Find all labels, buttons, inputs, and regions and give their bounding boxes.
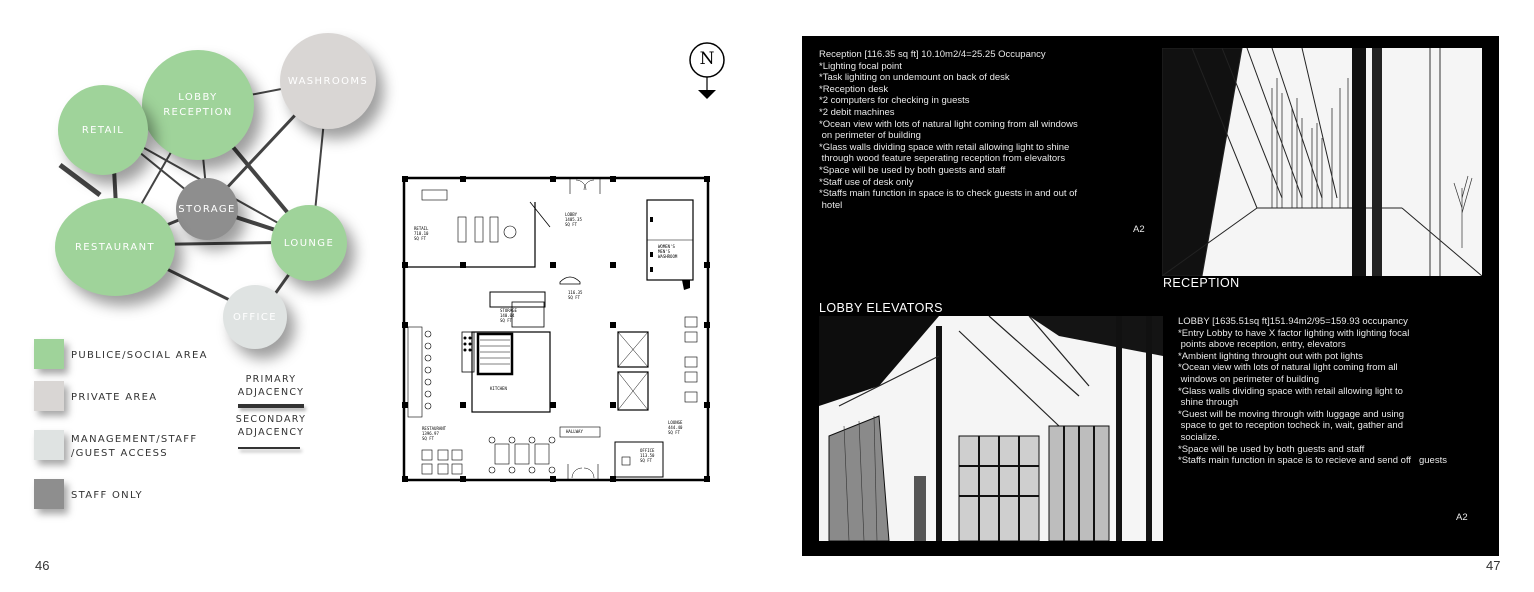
- presentation-panel: Reception [116.35 sq ft] 10.10m2/4=25.25…: [802, 36, 1499, 556]
- lobby-line: *Ocean view with lots of natural light c…: [1178, 362, 1398, 374]
- lobby-elevators-caption: LOBBY ELEVATORS: [819, 301, 943, 315]
- plan-label-hallway: HALLWAY: [566, 429, 583, 434]
- legend-label-private: PRIVATE AREA: [71, 392, 158, 403]
- legend-label-management: MANAGEMENT/STAFF /GUEST ACCESS: [71, 434, 198, 459]
- reception-line: on perimeter of building: [819, 130, 921, 142]
- legend-swatch-management: [34, 430, 64, 460]
- legend-swatch-private: [34, 381, 64, 411]
- reception-line: *Task lighiting on undemount on back of …: [819, 72, 1010, 84]
- reception-line: *Glass walls dividing space with retail …: [819, 141, 1070, 153]
- lobby-line: points above reception, entry, elevators: [1178, 339, 1346, 351]
- reception-caption: RECEPTION: [1163, 276, 1240, 290]
- reception-line: *Staff use of desk only: [819, 176, 914, 188]
- legend-swatch-staff-only: [34, 479, 64, 509]
- reception-line: hotel: [819, 199, 843, 211]
- reception-line: *2 computers for checking in guests: [819, 95, 970, 107]
- reception-line: *Space will be used by both guests and s…: [819, 164, 1006, 176]
- legend-label-primary-adjacency: PRIMARY ADJACENCY: [237, 374, 305, 398]
- lobby-line: *Guest will be moving through with lugga…: [1178, 408, 1405, 420]
- primary-adjacency-line: [238, 404, 304, 408]
- north-letter: N: [699, 49, 715, 69]
- lobby-line: *Entry Lobby to have X factor lighting w…: [1178, 327, 1410, 339]
- reception-line: *Staffs main function in space is to che…: [819, 188, 1078, 200]
- reception-sketch: [1162, 48, 1482, 276]
- reception-line: Reception [116.35 sq ft] 10.10m2/4=25.25…: [819, 49, 1046, 60]
- reception-tag: A2: [1133, 224, 1145, 235]
- lobby-line: *Glass walls dividing space with retail …: [1178, 385, 1403, 397]
- bubble-washrooms: WASHROOMS: [280, 33, 376, 129]
- lobby-elevators-sketch: [819, 316, 1163, 541]
- legend-label-public: PUBLICE/SOCIAL AREA: [71, 350, 208, 361]
- plan-label-kitchen: KITCHEN: [490, 386, 507, 391]
- bubble-office: OFFICE: [223, 285, 287, 349]
- lobby-line: *Space will be used by both guests and s…: [1178, 443, 1365, 455]
- lobby-line: windows on perimeter of building: [1178, 373, 1319, 385]
- lobby-description: LOBBY [1635.51sq ft]151.94m2/95=159.93 o…: [1178, 316, 1488, 467]
- lobby-line: *Staffs main function in space is to rec…: [1178, 455, 1447, 467]
- bubble-storage: STORAGE: [176, 178, 238, 240]
- legend-label-secondary-adjacency: SECONDARY ADJACENCY: [235, 414, 307, 438]
- bubble-lobby-reception: LOBBY RECEPTION: [142, 50, 254, 160]
- page-number-right: 47: [1486, 558, 1501, 573]
- bubble-lounge: LOUNGE: [271, 205, 347, 281]
- page-number-left: 46: [35, 558, 50, 573]
- lobby-line: LOBBY [1635.51sq ft]151.94m2/95=159.93 o…: [1178, 316, 1408, 327]
- reception-description: Reception [116.35 sq ft] 10.10m2/4=25.25…: [819, 49, 1149, 211]
- lobby-line: socialize.: [1178, 431, 1220, 443]
- lobby-tag: A2: [1456, 512, 1468, 523]
- north-arrow: N: [687, 42, 727, 102]
- bubble-retail: RETAIL: [58, 85, 148, 175]
- reception-line: *Lighting focal point: [819, 60, 902, 72]
- lobby-line: space to get to reception tocheck in, wa…: [1178, 420, 1403, 432]
- legend-label-staff-only: STAFF ONLY: [71, 490, 143, 501]
- lobby-line: *Ambient lighting throught out with pot …: [1178, 350, 1363, 362]
- reception-line: *Ocean view with lots of natural light c…: [819, 118, 1078, 130]
- legend-swatch-public: [34, 339, 64, 369]
- reception-line: through wood feature seperating receptio…: [819, 153, 1066, 165]
- secondary-adjacency-line: [238, 447, 300, 449]
- reception-line: *Reception desk: [819, 83, 889, 95]
- lobby-line: shine through: [1178, 397, 1239, 409]
- bubble-restaurant: RESTAURANT: [55, 198, 175, 296]
- reception-line: *2 debit machines: [819, 106, 895, 118]
